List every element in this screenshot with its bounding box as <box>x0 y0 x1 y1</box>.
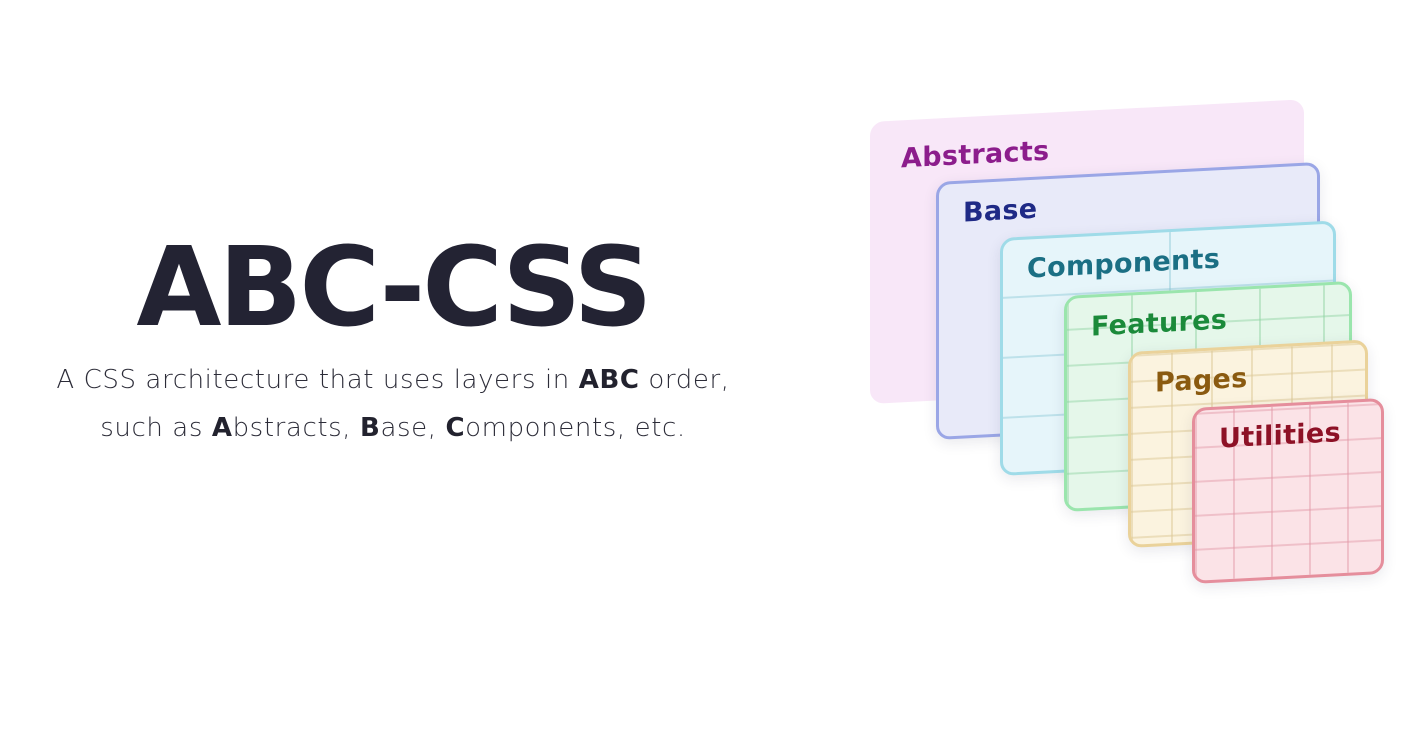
description-line-2: such as Abstracts, Base, Components, etc… <box>100 413 686 443</box>
layer-label-utilities: Utilities <box>1219 417 1341 455</box>
line1-suffix: order, <box>639 365 730 395</box>
line2-prefix: such as <box>100 413 212 443</box>
layer-card-utilities: Utilities <box>1192 397 1384 584</box>
description-line-1: A CSS architecture that uses layers in A… <box>56 365 729 395</box>
line2-bold-b: B <box>360 413 381 443</box>
line1-bold-abc: ABC <box>578 365 640 395</box>
hero-description: A CSS architecture that uses layers in A… <box>0 356 786 452</box>
line2-c-rest: omponents, etc. <box>465 413 686 443</box>
layer-label-pages: Pages <box>1155 362 1248 399</box>
hero: ABC-CSS A CSS architecture that uses lay… <box>0 226 786 452</box>
line2-a-rest: bstracts, <box>232 413 361 443</box>
line2-bold-c: C <box>445 413 466 443</box>
line2-bold-a: A <box>211 413 233 443</box>
line1-prefix: A CSS architecture that uses layers in <box>56 365 579 395</box>
line2-b-rest: ase, <box>380 413 446 443</box>
page-title: ABC-CSS <box>136 223 652 351</box>
layer-label-base: Base <box>963 193 1038 229</box>
layer-label-abstracts: Abstracts <box>901 135 1050 175</box>
